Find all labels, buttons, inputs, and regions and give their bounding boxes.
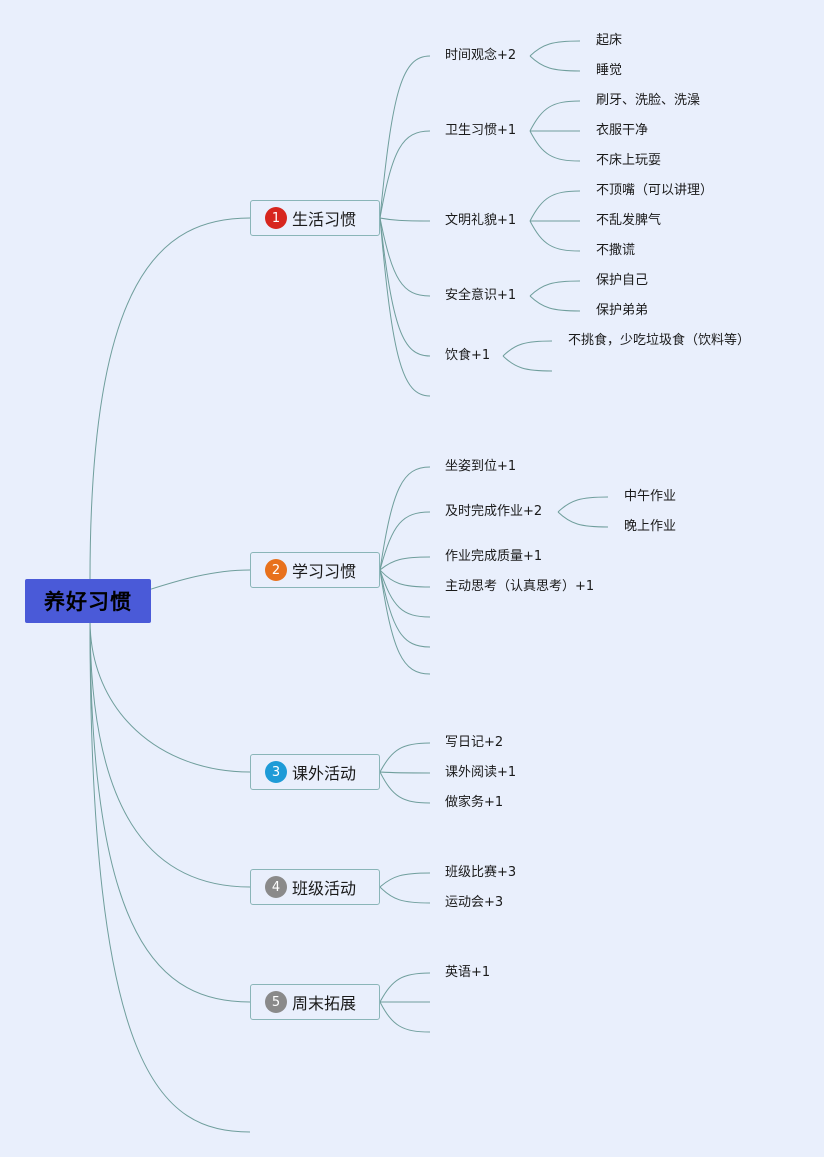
branch-label-2: 学习习惯 [292, 562, 357, 581]
subtopic[interactable]: 运动会+3 [445, 895, 504, 910]
number-badge-3: 3 [265, 761, 287, 783]
branch-node-1[interactable]: 1 生活习惯 [250, 200, 380, 236]
connector-line [529, 280, 581, 297]
leaf-topic[interactable]: 衣服干净 [596, 123, 649, 138]
connector-line [557, 496, 609, 513]
connector-line [379, 1001, 431, 1033]
leaf-topic[interactable]: 不挑食，少吃垃圾食（饮料等） [568, 333, 751, 348]
connector-line [379, 556, 431, 571]
subtopic[interactable]: 作业完成质量+1 [445, 549, 543, 564]
connector-line [379, 972, 431, 1003]
connector-line [379, 466, 431, 571]
root-connector [89, 619, 251, 773]
subtopic[interactable]: 英语+1 [445, 965, 491, 980]
leaf-topic[interactable]: 不乱发脾气 [596, 213, 662, 228]
branch-label-4: 班级活动 [292, 879, 357, 898]
leaf-topic[interactable]: 不床上玩耍 [596, 153, 662, 168]
subtopic[interactable]: 班级比赛+3 [445, 865, 517, 880]
leaf-topic[interactable]: 保护弟弟 [596, 303, 649, 318]
connector-line [529, 295, 581, 312]
subtopic[interactable]: 及时完成作业+2 [445, 504, 543, 519]
connector-line [379, 55, 431, 219]
root-connector [89, 217, 251, 581]
leaf-topic[interactable]: 睡觉 [596, 63, 623, 78]
branch-node-5[interactable]: 5 周末拓展 [250, 984, 380, 1020]
connector-line [379, 511, 431, 571]
root-label: 养好习惯 [44, 590, 132, 614]
subtopic[interactable]: 主动思考（认真思考）+1 [445, 579, 595, 594]
connector-line [379, 217, 431, 397]
subtopic[interactable]: 饮食+1 [445, 348, 491, 363]
subtopic[interactable]: 卫生习惯+1 [445, 123, 517, 138]
connector-line [557, 511, 609, 528]
badge-number: 2 [271, 562, 281, 578]
connector-line [379, 872, 431, 888]
root-connector [89, 619, 251, 1133]
badge-number: 5 [271, 994, 281, 1010]
number-badge-1: 1 [265, 207, 287, 229]
connector-line [529, 220, 581, 252]
subtopic[interactable]: 文明礼貌+1 [445, 213, 517, 228]
connector-line [379, 886, 431, 904]
leaf-topic[interactable]: 不撒谎 [596, 243, 636, 258]
connector-line [502, 355, 553, 372]
badge-number: 1 [271, 210, 281, 226]
connector-line [502, 340, 553, 357]
branch-label-5: 周末拓展 [292, 994, 357, 1013]
connector-line [379, 217, 431, 297]
root-connector [89, 619, 251, 1003]
leaf-topic[interactable]: 刷牙、洗脸、洗澡 [596, 93, 701, 108]
number-badge-4: 4 [265, 876, 287, 898]
badge-number: 3 [271, 764, 281, 780]
number-badge-2: 2 [265, 559, 287, 581]
connector-line [379, 130, 431, 219]
branch-node-2[interactable]: 2 学习习惯 [250, 552, 380, 588]
connector-line [529, 130, 581, 162]
connector-line [379, 771, 431, 804]
root-node[interactable]: 养好习惯 [25, 579, 151, 623]
connector-line [379, 569, 431, 588]
connector-line [379, 569, 431, 675]
branch-label-1: 生活习惯 [292, 210, 357, 229]
subtopic[interactable]: 时间观念+2 [445, 48, 517, 63]
subtopic[interactable]: 写日记+2 [445, 735, 504, 750]
subtopic[interactable]: 安全意识+1 [445, 288, 517, 303]
root-connector [89, 619, 251, 888]
connector-line [379, 771, 431, 774]
leaf-topic[interactable]: 晚上作业 [624, 519, 677, 534]
subtopic[interactable]: 课外阅读+1 [445, 765, 517, 780]
connector-line [379, 217, 431, 357]
connector-line [529, 100, 581, 132]
leaf-topic[interactable]: 保护自己 [596, 273, 649, 288]
subtopic[interactable]: 做家务+1 [445, 795, 504, 810]
connector-line [379, 217, 431, 222]
connector-line [529, 40, 581, 57]
connector-line [379, 569, 431, 618]
leaf-topic[interactable]: 中午作业 [624, 489, 677, 504]
branch-label-3: 课外活动 [292, 764, 357, 783]
connector-line [529, 190, 581, 222]
connector-line [379, 742, 431, 773]
subtopic[interactable]: 坐姿到位+1 [445, 459, 517, 474]
branch-node-3[interactable]: 3 课外活动 [250, 754, 380, 790]
leaf-topic[interactable]: 起床 [596, 33, 623, 48]
badge-number: 4 [271, 879, 281, 895]
branch-node-4[interactable]: 4 班级活动 [250, 869, 380, 905]
connector-line [379, 569, 431, 648]
leaf-topic[interactable]: 不顶嘴（可以讲理） [596, 183, 714, 198]
number-badge-5: 5 [265, 991, 287, 1013]
connector-line [529, 55, 581, 72]
